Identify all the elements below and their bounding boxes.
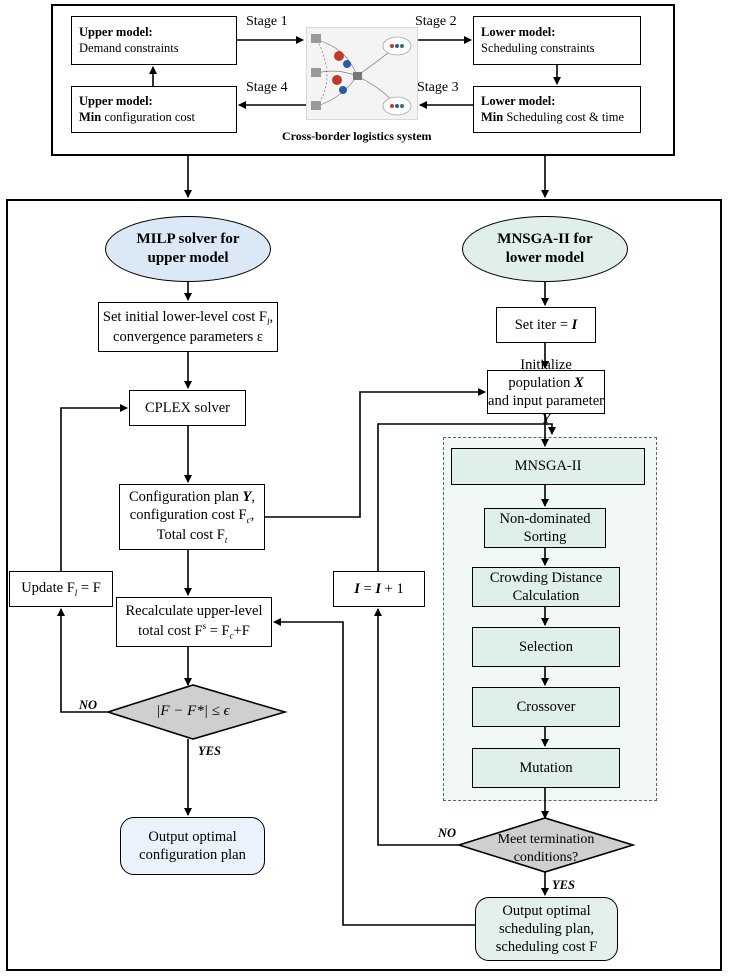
- mutation-box: Mutation: [472, 748, 620, 788]
- mnsga-lower-oval: MNSGA-II for lower model: [462, 216, 628, 282]
- cplex-solver-label: CPLEX solver: [145, 399, 230, 416]
- right-no-label: NO: [438, 826, 457, 840]
- mnsga-oval-line-1: MNSGA-II for: [497, 230, 593, 247]
- update-fl-box: Update Fl = F: [9, 571, 113, 607]
- config-line-3: Total cost Ft: [156, 527, 228, 545]
- set-iter-label: Set iter = I: [514, 316, 578, 333]
- configuration-plan-box: Configuration plan Y, configuration cost…: [119, 484, 265, 550]
- update-fl-label: Update Fl = F: [21, 579, 101, 598]
- lower-model-title: Lower model:: [481, 24, 556, 39]
- initial-cost-line-2: convergence parameters ε: [113, 329, 263, 345]
- output-config-line-2: configuration plan: [139, 847, 246, 863]
- system-caption: Cross-border logistics system: [282, 129, 432, 143]
- crossover-box: Crossover: [472, 687, 620, 727]
- output-config-line-1: Output optimal: [148, 828, 237, 845]
- mnsga-header-box: MNSGA-II: [451, 448, 645, 485]
- output-sched-line-2: scheduling plan,: [498, 920, 595, 937]
- stage-3-label: Stage 3: [417, 80, 459, 95]
- right-yes-label: YES: [552, 878, 575, 892]
- selection-label: Selection: [519, 638, 573, 655]
- stage-1-label: Stage 1: [246, 14, 288, 29]
- crossover-label: Crossover: [516, 698, 576, 715]
- upper-model-min-line: Min configuration cost: [79, 109, 195, 124]
- lower-model-min-box: Lower model: Min Scheduling cost & time: [473, 86, 641, 133]
- set-iter-box: Set iter = I: [496, 307, 596, 343]
- initialize-population-box: Initialize population X and input parame…: [487, 357, 605, 427]
- crowding-distance-box: Crowding Distance Calculation: [472, 567, 620, 607]
- output-scheduling-box: Output optimal scheduling plan, scheduli…: [475, 897, 618, 961]
- milp-solver-oval: MILP solver for upper model: [105, 216, 271, 282]
- milp-oval-line-1: MILP solver for: [136, 230, 240, 247]
- convergence-diamond: [105, 684, 288, 740]
- left-no-label: NO: [79, 698, 98, 712]
- initial-cost-line-1: Set initial lower-level cost Fl,: [102, 308, 274, 327]
- stage-4-label: Stage 4: [246, 80, 288, 95]
- initial-cost-box: Set initial lower-level cost Fl, converg…: [98, 302, 278, 352]
- logistics-network-image: [306, 27, 418, 120]
- upper-model-title: Upper model:: [79, 24, 153, 39]
- lower-model-scheduling-text: Scheduling constraints: [481, 40, 595, 55]
- mnsga-header-label: MNSGA-II: [514, 458, 582, 475]
- lower-model-min-line: Min Scheduling cost & time: [481, 109, 625, 124]
- non-dominated-sorting-box: Non-dominated Sorting: [484, 508, 606, 548]
- upper-model-demand-box: Upper model: Demand constraints: [71, 16, 237, 65]
- non-dominated-sorting-label: Non-dominated Sorting: [499, 510, 591, 545]
- recalc-line-1: Recalculate upper-level: [125, 603, 263, 620]
- bottom-frame: [6, 199, 722, 971]
- output-sched-line-1: Output optimal: [502, 902, 591, 919]
- output-configuration-box: Output optimal configuration plan: [120, 817, 265, 875]
- iter-increment-label: I = I + 1: [354, 580, 404, 597]
- config-line-2: configuration cost Fc,: [129, 506, 255, 525]
- milp-oval-line-2: upper model: [147, 250, 229, 266]
- upper-model-min-box: Upper model: Min configuration cost: [71, 86, 237, 133]
- upper-model-title-2: Upper model:: [79, 93, 153, 108]
- config-line-1: Configuration plan Y,: [128, 488, 256, 505]
- output-sched-line-3: scheduling cost F: [495, 939, 598, 956]
- lower-model-title-2: Lower model:: [481, 93, 556, 108]
- crowding-distance-label: Crowding Distance Calculation: [489, 569, 603, 604]
- stage-2-label: Stage 2: [415, 14, 457, 29]
- left-yes-label: YES: [198, 744, 221, 758]
- termination-check-text-overlay: Meet termination conditions?: [497, 832, 595, 865]
- mnsga-dashed-panel: [443, 437, 657, 801]
- termination-diamond: [456, 817, 636, 873]
- iter-increment-box: I = I + 1: [333, 571, 425, 607]
- recalc-line-2: total cost Fs = Fc+F: [138, 620, 250, 641]
- selection-box: Selection: [472, 627, 620, 667]
- upper-model-demand-text: Demand constraints: [79, 40, 179, 55]
- init-pop-line-2: and input parameter Y: [488, 393, 604, 428]
- mutation-label: Mutation: [519, 759, 573, 776]
- convergence-check-text-overlay: |F − F*| ≤ ϵ: [156, 703, 230, 719]
- recalculate-cost-box: Recalculate upper-level total cost Fs = …: [116, 597, 272, 647]
- top-frame: [51, 4, 675, 156]
- mnsga-oval-line-2: lower model: [505, 250, 585, 266]
- cplex-solver-box: CPLEX solver: [129, 390, 246, 426]
- lower-model-scheduling-box: Lower model: Scheduling constraints: [473, 16, 641, 65]
- network-illustration: [311, 34, 412, 116]
